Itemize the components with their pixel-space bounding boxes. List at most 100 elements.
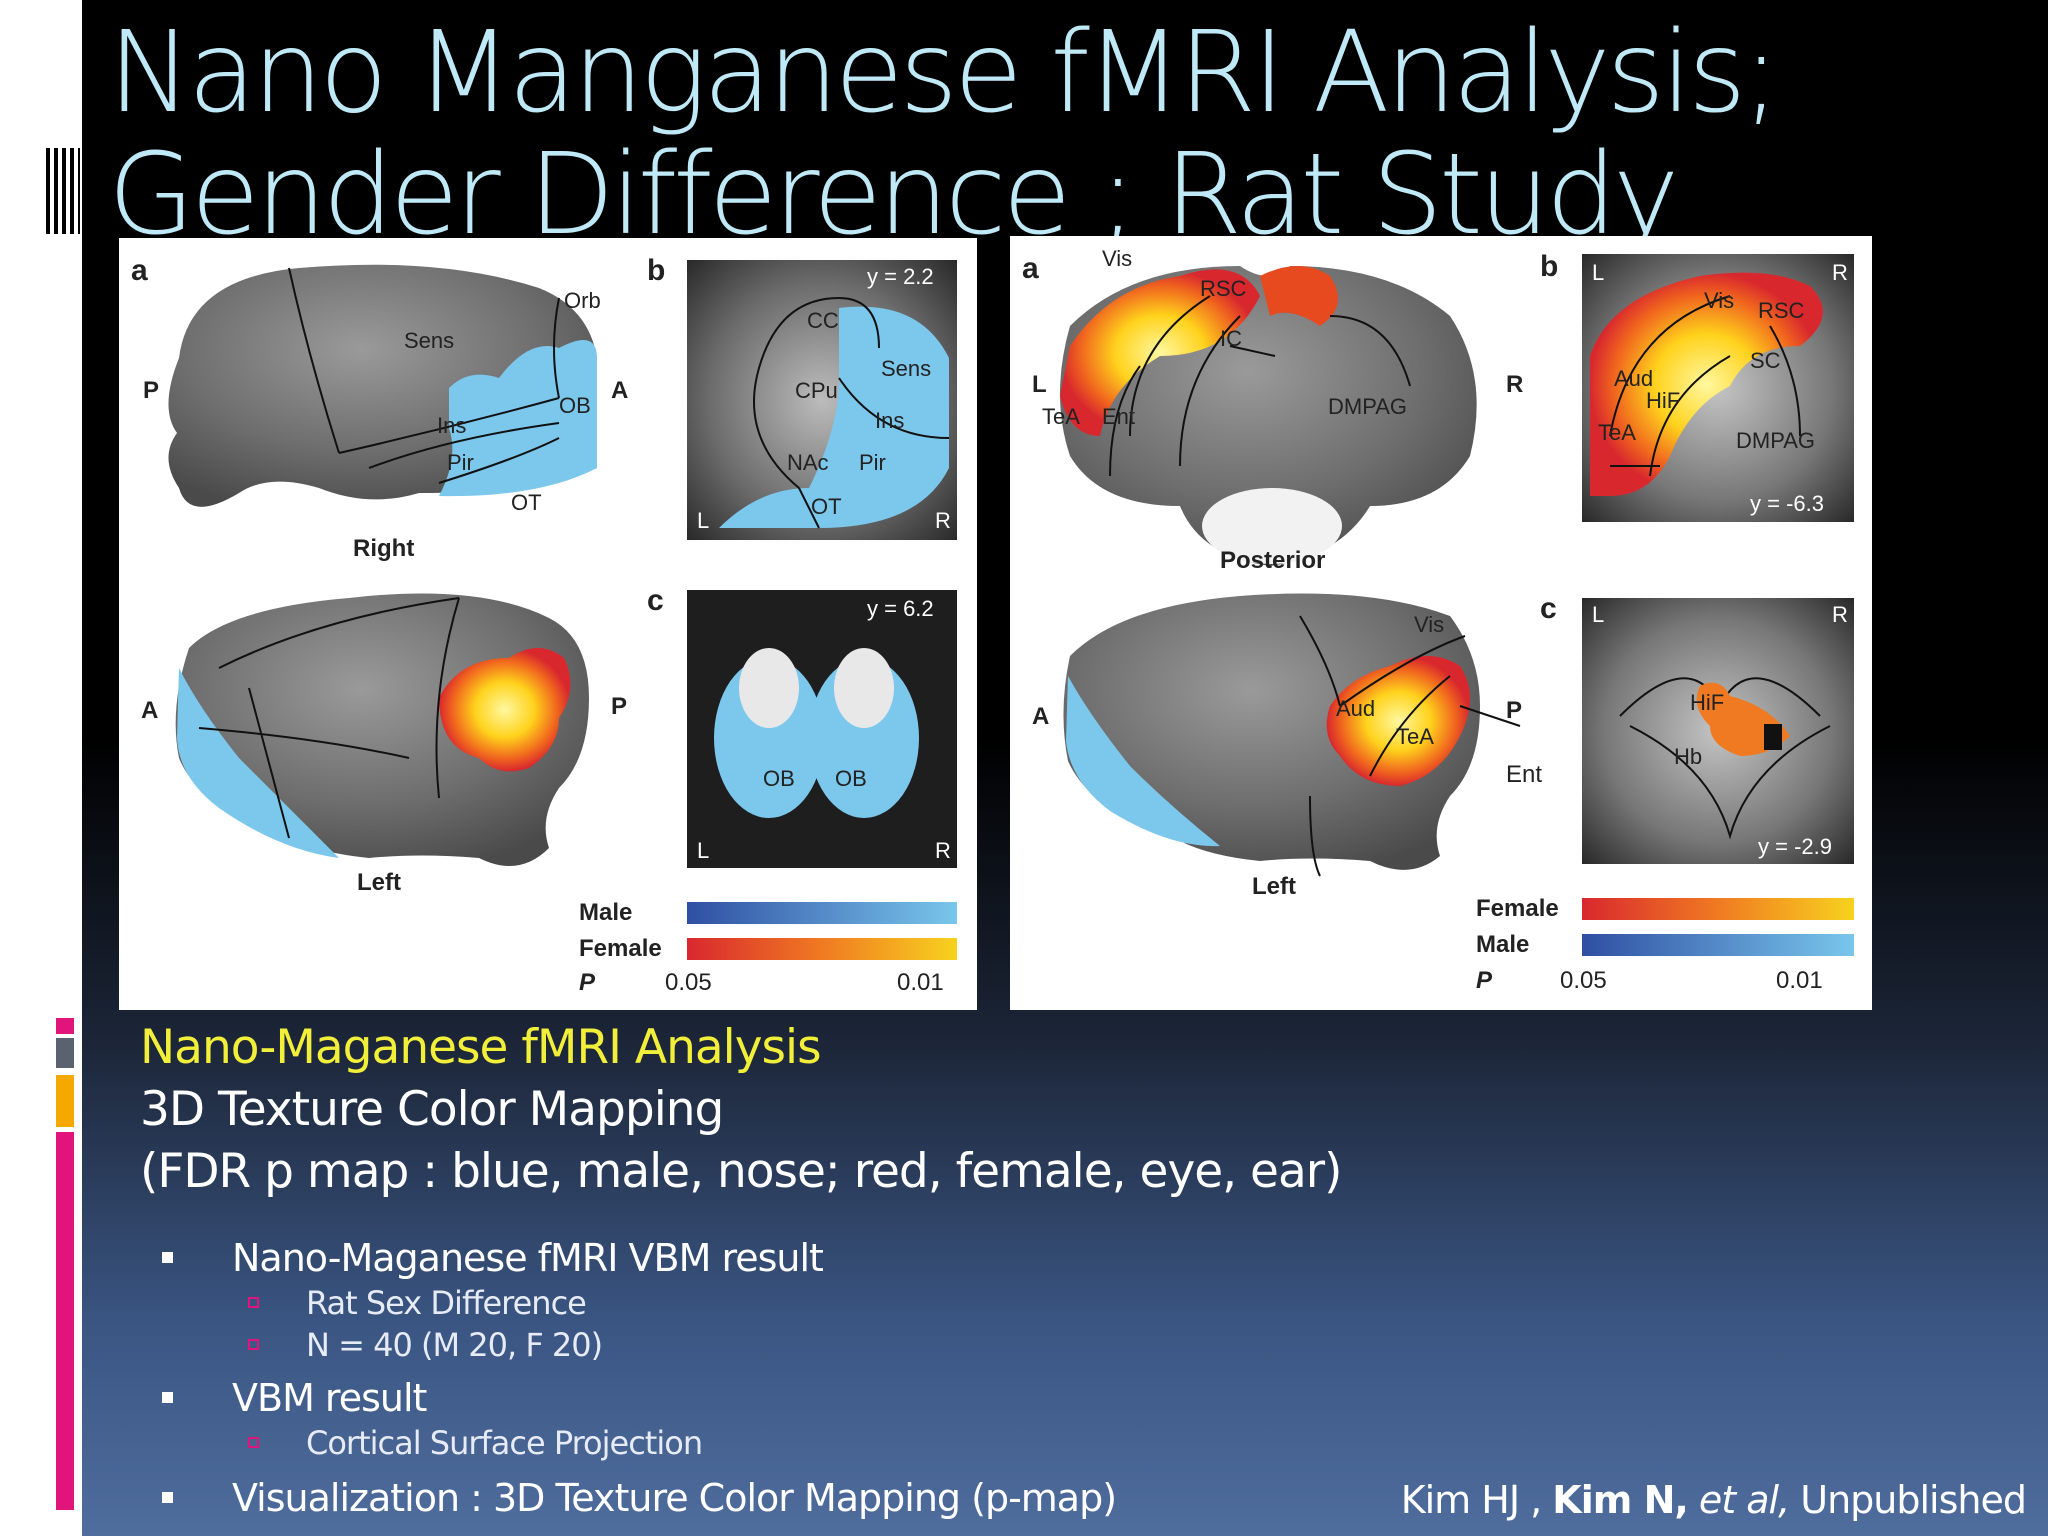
region-orb: Orb (564, 288, 601, 313)
legend-male-label-right: Male (1476, 931, 1529, 958)
region-sens: Sens (404, 328, 454, 353)
slice-b-aud-right: Aud (1614, 366, 1653, 391)
accent-bar-gray (56, 1038, 74, 1068)
slice-c-y-right: y = -2.9 (1758, 834, 1832, 859)
left-aud-right: Aud (1336, 696, 1375, 721)
posterior-dmpag: DMPAG (1328, 394, 1407, 419)
subbullet-marker (248, 1339, 259, 1350)
legend-female-label: Female (579, 935, 662, 962)
slice-b-tea-right: TeA (1598, 420, 1636, 445)
right-view-A: A (611, 377, 628, 404)
posterior-label: Posterior (1220, 547, 1325, 574)
slice-b-y-right: y = -6.3 (1750, 491, 1824, 516)
legend-male-bar-right (1582, 934, 1854, 956)
slice-b-nac: NAc (787, 450, 829, 475)
region-ob: OB (559, 393, 591, 418)
bullet-1: Nano-Maganese fMRI VBM result (162, 1236, 824, 1280)
posterior-vis: Vis (1102, 246, 1132, 271)
figure-right: a L R Vis RSC IC TeA Ent DMPAG Posterior… (1010, 236, 1872, 1010)
slice-b-sens: Sens (881, 356, 931, 381)
legend-p-low: 0.05 (665, 969, 712, 996)
panel-a-label: a (131, 254, 148, 287)
hot-region-left (439, 648, 571, 772)
panel-c-label: c (647, 584, 664, 617)
legend-male-bar (687, 902, 957, 924)
posterior-tea: TeA (1042, 404, 1080, 429)
subbullet-1-1: Rat Sex Difference (248, 1284, 587, 1322)
legend-p-low-right: 0.05 (1560, 967, 1607, 994)
hot-region-posterior-left (1060, 269, 1260, 436)
region-lines-left-right (1299, 615, 1521, 877)
slice-b-hif-right: HiF (1646, 388, 1680, 413)
left-view-label: Left (357, 869, 401, 896)
left-vis-right: Vis (1414, 612, 1444, 637)
bullet-3-text: Visualization : 3D Texture Color Mapping… (232, 1476, 1117, 1520)
legend-p-high: 0.01 (897, 969, 944, 996)
bullet-marker (162, 1252, 173, 1263)
slice-c-white-left (739, 648, 799, 728)
slice-c-ob-1: OB (763, 766, 795, 791)
slice-b-L-right: L (1592, 260, 1604, 285)
slice-b-sc-right: SC (1750, 348, 1781, 373)
subbullet-marker (248, 1297, 259, 1308)
subbullet-1-1-text: Rat Sex Difference (306, 1284, 587, 1322)
slice-b-cpu: CPu (795, 378, 838, 403)
legend-p-label-right: P (1476, 967, 1493, 994)
slice-c-y: y = 6.2 (867, 596, 934, 621)
legend-p-high-right: 0.01 (1776, 967, 1823, 994)
subtitle-line-2: 3D Texture Color Mapping (140, 1082, 724, 1137)
title-line-2: Gender Difference ; Rat Study (108, 130, 1679, 260)
citation-etal: et al, (1687, 1478, 1790, 1522)
slice-c-ob-2: OB (835, 766, 867, 791)
legend-female-label-right: Female (1476, 895, 1559, 922)
accent-bar-pink-top (56, 1018, 74, 1034)
left-view-A: A (141, 697, 158, 724)
slice-c-R: R (935, 838, 951, 863)
citation-post: Unpublished (1789, 1478, 2027, 1522)
panel-b-label: b (647, 254, 665, 287)
brain-left-view-right (1063, 593, 1480, 870)
slice-b-ins: Ins (875, 408, 904, 433)
posterior-L: L (1032, 371, 1047, 398)
region-lines-right (288, 267, 560, 484)
left-view-P: P (611, 693, 627, 720)
left-view-A-right: A (1032, 703, 1049, 730)
left-ent-right: Ent (1506, 761, 1542, 788)
slice-c-hif-right: HiF (1690, 690, 1724, 715)
posterior-rsc: RSC (1200, 276, 1247, 301)
bullet-1-text: Nano-Maganese fMRI VBM result (232, 1236, 824, 1280)
hatch-decoration (46, 148, 80, 234)
citation: Kim HJ , Kim N, et al, Unpublished (1400, 1478, 2027, 1522)
slice-b-lines-right (1609, 295, 1801, 477)
bullet-2: VBM result (162, 1376, 427, 1420)
left-view-label-right: Left (1252, 873, 1296, 900)
region-lines-left (198, 597, 460, 839)
region-ot: OT (511, 490, 542, 515)
region-ins: Ins (437, 413, 466, 438)
legend-p-label: P (579, 969, 596, 996)
blue-region-left-right (1066, 676, 1220, 847)
left-view-P-right: P (1506, 697, 1522, 724)
subtitle-yellow: Nano-Maganese fMRI Analysis (140, 1020, 822, 1075)
citation-pre: Kim HJ , (1400, 1478, 1553, 1522)
slide-title: Nano Manganese fMRI Analysis; Gender Dif… (108, 12, 2008, 256)
figure-right-svg: a L R Vis RSC IC TeA Ent DMPAG Posterior… (1022, 246, 1854, 994)
right-view-P: P (143, 377, 159, 404)
slice-c-hb-right: Hb (1674, 744, 1702, 769)
bullet-marker (162, 1392, 173, 1403)
region-lines-posterior (1109, 295, 1411, 477)
slice-c-L: L (697, 838, 709, 863)
slice-b-cc: CC (807, 308, 839, 333)
hot-region-posterior-top (1260, 266, 1338, 326)
slice-b-R: R (935, 508, 951, 533)
slice-b-hot-right (1590, 272, 1823, 496)
subbullet-1-2: N = 40 (M 20, F 20) (248, 1326, 603, 1364)
posterior-R: R (1506, 371, 1523, 398)
left-tea-right: TeA (1396, 724, 1434, 749)
region-pir: Pir (447, 450, 474, 475)
blue-region-left (177, 668, 339, 858)
citation-bold-author: Kim N, (1552, 1478, 1689, 1522)
subbullet-marker (248, 1437, 259, 1448)
slice-b-L: L (697, 508, 709, 533)
posterior-ent: Ent (1102, 404, 1135, 429)
